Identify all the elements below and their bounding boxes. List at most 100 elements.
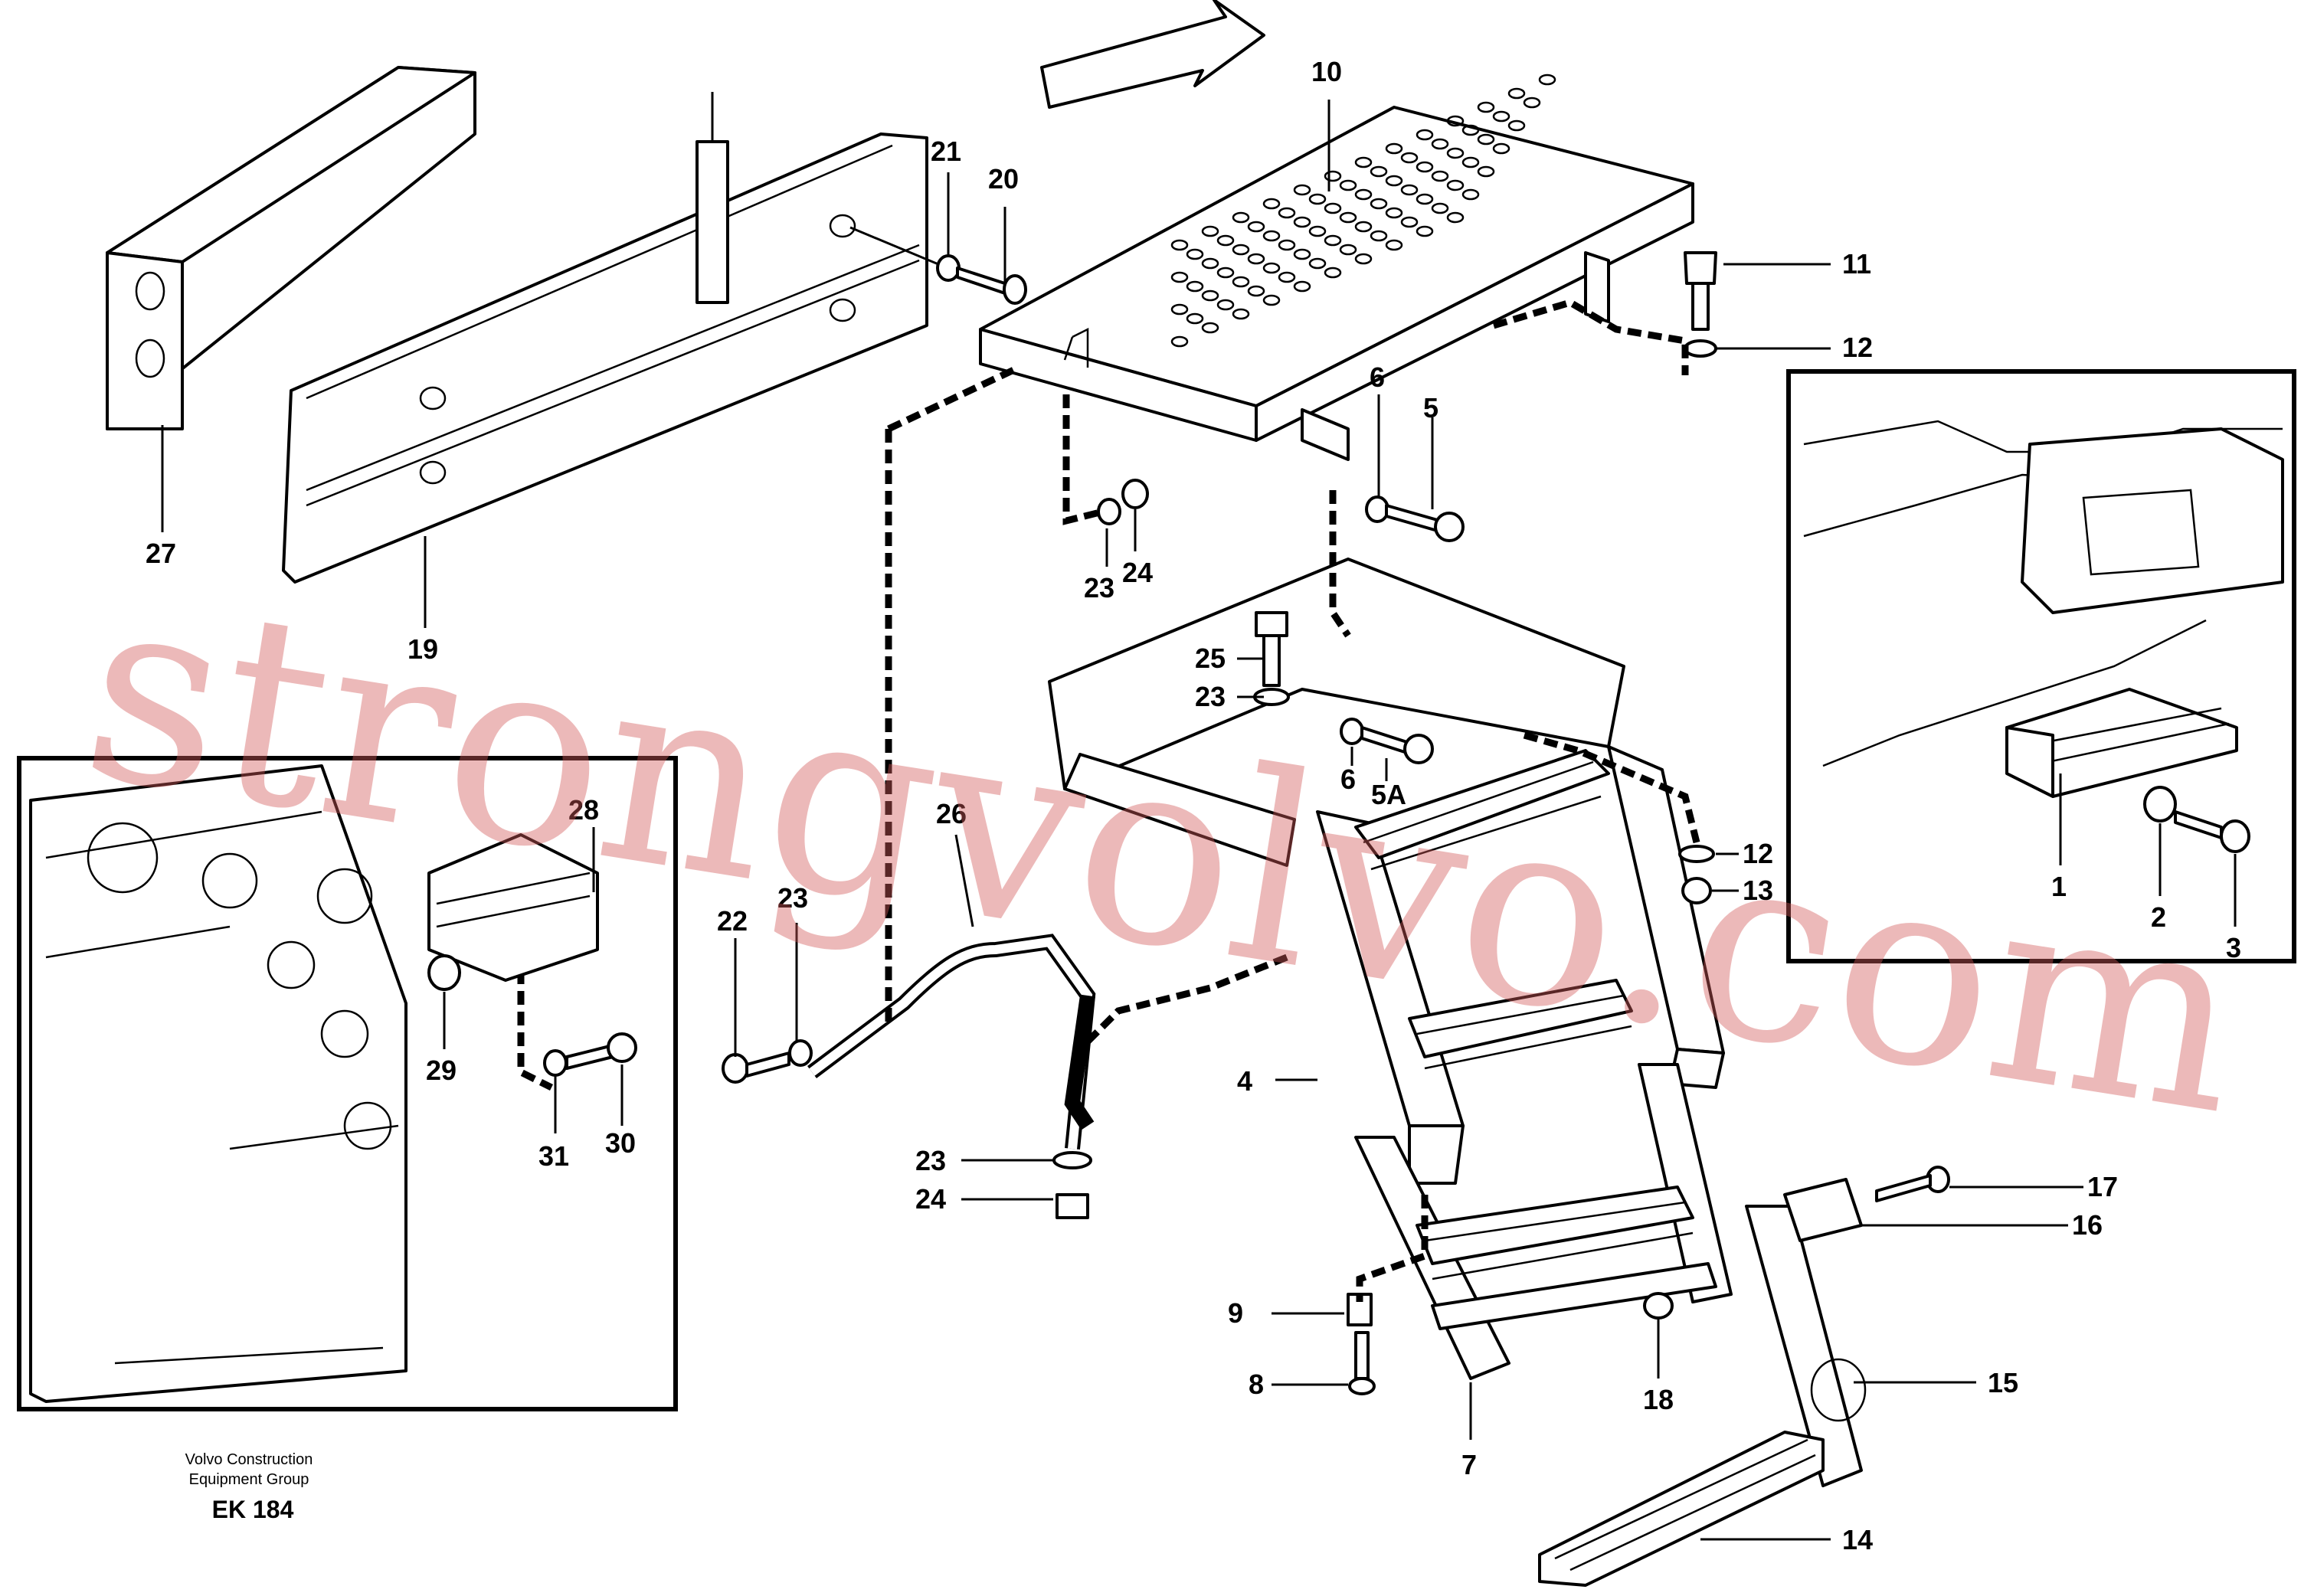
- bottom-step-14: [1538, 1431, 1825, 1587]
- callout-6-lower: 6: [1340, 764, 1356, 795]
- screw-5a: [1340, 718, 1434, 764]
- platform-hole: [1416, 193, 1434, 205]
- platform-hole: [1201, 322, 1219, 334]
- platform-holes: [1170, 74, 1556, 348]
- platform-hole: [1461, 188, 1480, 201]
- platform-hole: [1354, 188, 1373, 201]
- assembly-dash-lines: [517, 299, 1700, 1302]
- nuts-12-13-right: [1678, 845, 1715, 904]
- platform-hole: [1446, 115, 1465, 127]
- platform-hole: [1247, 253, 1265, 265]
- screw-5: [1365, 495, 1465, 542]
- callout-23-mid: 23: [1195, 681, 1226, 712]
- callout-2: 2: [2151, 901, 2166, 933]
- nuts-23-24-lower: [1052, 1151, 1092, 1219]
- platform-hole: [1492, 142, 1510, 155]
- callout-30: 30: [605, 1127, 636, 1159]
- platform-hole: [1339, 179, 1357, 191]
- side-plate-15: [1745, 1205, 1867, 1487]
- screw-8: [1348, 1331, 1376, 1395]
- platform-hole: [1232, 211, 1250, 224]
- callout-20: 20: [988, 163, 1019, 195]
- platform-hole: [1385, 142, 1403, 155]
- platform-hole: [1201, 289, 1219, 302]
- platform-10: [979, 106, 1694, 461]
- platform-hole: [1293, 280, 1311, 293]
- plate-27: [106, 66, 476, 430]
- platform-hole: [1262, 198, 1281, 210]
- platform-hole: [1446, 179, 1465, 191]
- platform-hole: [1477, 165, 1495, 178]
- platform-hole: [1370, 165, 1388, 178]
- platform-hole: [1216, 299, 1235, 311]
- callout-9: 9: [1228, 1297, 1243, 1329]
- platform-hole: [1461, 156, 1480, 168]
- callout-25: 25: [1195, 643, 1226, 674]
- left-inset-frame: [17, 756, 678, 1411]
- callout-26: 26: [936, 798, 967, 829]
- platform-hole: [1461, 124, 1480, 136]
- platform-hole: [1293, 184, 1311, 196]
- callout-13: 13: [1743, 875, 1773, 906]
- ladder-frame-4: [1048, 558, 1725, 1185]
- callout-5a: 5A: [1371, 779, 1406, 810]
- platform-hole: [1339, 211, 1357, 224]
- callout-23-upper: 23: [1084, 572, 1114, 603]
- platform-hole: [1507, 119, 1526, 132]
- platform-hole: [1431, 138, 1449, 150]
- leader-lines: [161, 100, 2237, 1541]
- platform-hole: [1354, 253, 1373, 265]
- callout-labels: 10 11 12 21 20 27 19 6 5 23 24 25 23 6 5…: [146, 56, 2241, 1555]
- step-middle: [1408, 979, 1633, 1070]
- platform-hole: [1400, 152, 1419, 164]
- platform-hole: [1278, 239, 1296, 251]
- platform-hole: [1247, 285, 1265, 297]
- platform-hole: [1186, 280, 1204, 293]
- footer-line-2: Equipment Group: [189, 1471, 309, 1488]
- platform-hole: [1400, 216, 1419, 228]
- footer-line-1: Volvo Construction: [185, 1451, 313, 1468]
- callout-15: 15: [1988, 1367, 2018, 1398]
- footer-code: EK 184: [212, 1496, 294, 1523]
- platform-hole: [1170, 271, 1189, 283]
- platform-hole: [1262, 294, 1281, 306]
- platform-hole: [1293, 216, 1311, 228]
- callout-31: 31: [538, 1140, 569, 1172]
- platform-hole: [1232, 308, 1250, 320]
- platform-hole: [1324, 170, 1342, 182]
- platform-hole: [1201, 257, 1219, 270]
- platform-hole: [1446, 211, 1465, 224]
- callout-21: 21: [931, 136, 961, 167]
- platform-hole: [1400, 184, 1419, 196]
- platform-hole: [1385, 175, 1403, 187]
- platform-hole: [1538, 74, 1556, 86]
- platform-hole: [1232, 276, 1250, 288]
- footer-credit: Volvo Construction Equipment Group EK 18…: [185, 1451, 313, 1523]
- platform-hole: [1477, 101, 1495, 113]
- platform-hole: [1354, 156, 1373, 168]
- platform-hole: [1492, 110, 1510, 123]
- callout-12: 12: [1842, 332, 1873, 363]
- platform-hole: [1232, 244, 1250, 256]
- platform-hole: [1308, 225, 1327, 237]
- platform-hole: [1278, 271, 1296, 283]
- platform-hole: [1186, 312, 1204, 325]
- platform-hole: [1186, 248, 1204, 260]
- callout-23-lower: 23: [915, 1145, 946, 1176]
- callout-23-left: 23: [777, 882, 808, 914]
- callout-12-right: 12: [1743, 838, 1773, 869]
- platform-hole: [1507, 87, 1526, 100]
- screw-22: [722, 1039, 813, 1084]
- screw-25: [1253, 611, 1290, 706]
- platform-hole: [1308, 193, 1327, 205]
- callout-8: 8: [1249, 1369, 1264, 1400]
- platform-hole: [1170, 335, 1189, 348]
- platform-hole: [1477, 133, 1495, 146]
- platform-hole: [1247, 221, 1265, 233]
- lower-ladder-7: [1354, 1063, 1733, 1380]
- callout-22: 22: [717, 905, 748, 937]
- platform-hole: [1431, 202, 1449, 214]
- platform-hole: [1416, 161, 1434, 173]
- bracket-19: [282, 92, 928, 584]
